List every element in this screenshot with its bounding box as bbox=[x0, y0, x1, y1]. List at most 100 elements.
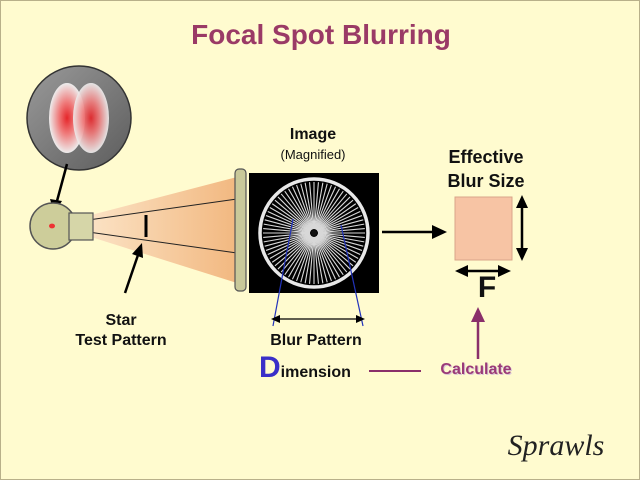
calculate-label: Calculate bbox=[440, 361, 512, 378]
effective-blur-label-line2: Blur Size bbox=[447, 171, 525, 191]
star-pattern-spoke bbox=[314, 236, 324, 284]
star-pattern-spoke bbox=[317, 234, 359, 259]
star-pattern-spoke bbox=[316, 234, 357, 263]
star-pattern-spoke bbox=[317, 207, 359, 232]
calculate-arrow-head bbox=[471, 307, 485, 322]
star-pattern-spoke bbox=[315, 186, 337, 230]
star-pattern-spoke bbox=[316, 235, 351, 270]
star-pattern-rays bbox=[263, 182, 365, 284]
star-arrow bbox=[123, 254, 140, 294]
blur-size-square bbox=[454, 196, 513, 261]
blur-pattern-label: Blur Pattern bbox=[270, 332, 362, 349]
blur-horizontal-head-left bbox=[455, 265, 468, 277]
star-pattern-spoke bbox=[267, 234, 311, 256]
star-pattern-spoke bbox=[316, 235, 354, 267]
image-label: Image bbox=[289, 126, 337, 143]
star-pattern-spoke bbox=[300, 236, 314, 283]
star-pattern-spoke bbox=[271, 234, 312, 263]
star-pattern-spoke bbox=[317, 234, 361, 256]
star-pattern-spoke bbox=[296, 236, 314, 282]
dimension-label: Dimension bbox=[259, 351, 351, 385]
star-pattern-spoke bbox=[291, 186, 313, 230]
star-pattern-spoke bbox=[315, 235, 344, 276]
star-pattern-spoke bbox=[277, 235, 312, 270]
star-pattern-spoke bbox=[317, 233, 365, 243]
star-pattern-spoke bbox=[288, 236, 313, 278]
star-pattern-spoke bbox=[314, 236, 328, 283]
star-pattern-spoke bbox=[315, 190, 344, 231]
star-pattern-spoke bbox=[263, 232, 311, 238]
star-pattern-spoke bbox=[264, 233, 311, 247]
star-pattern-spoke bbox=[263, 223, 311, 233]
blur-vertical-head-top bbox=[516, 195, 528, 208]
star-pattern-spoke bbox=[264, 219, 311, 233]
author-signature: Sprawls bbox=[507, 429, 605, 462]
star-pattern-spoke bbox=[271, 203, 312, 232]
blur-guide-right bbox=[340, 224, 364, 327]
blur-size-symbol: F bbox=[477, 271, 497, 304]
star-pattern-spoke bbox=[304, 182, 314, 230]
slide-title: Focal Spot Blurring bbox=[191, 19, 451, 50]
receptor-plate bbox=[234, 168, 247, 292]
star-pattern-spoke bbox=[314, 184, 332, 230]
star-pattern-spoke bbox=[316, 199, 354, 231]
star-pattern-spoke bbox=[280, 235, 312, 273]
blur-vertical-head-bottom bbox=[516, 248, 528, 261]
star-pattern-spoke bbox=[317, 215, 363, 233]
effective-blur-label-line1: Effective bbox=[448, 147, 524, 167]
blur-dimension-head-left bbox=[271, 315, 280, 323]
star-pattern-spoke bbox=[313, 182, 319, 230]
star-pattern-spoke bbox=[269, 207, 311, 232]
star-pattern-spoke bbox=[300, 183, 314, 230]
star-pattern-spoke bbox=[284, 235, 313, 276]
dimension-initial: D bbox=[259, 351, 281, 384]
star-pattern-spoke bbox=[317, 233, 363, 251]
star-pattern-spoke bbox=[315, 236, 337, 280]
star-pattern-spoke bbox=[314, 182, 324, 230]
star-pattern-spoke bbox=[317, 219, 364, 233]
star-pattern-spoke bbox=[314, 236, 332, 282]
star-pattern-spoke bbox=[317, 228, 365, 234]
blur-guide-left bbox=[272, 218, 294, 327]
star-test-label-line1: Star bbox=[105, 312, 137, 329]
star-pattern-spoke bbox=[267, 210, 311, 232]
focal-spot-lobe-right bbox=[73, 83, 109, 153]
star-pattern-spoke bbox=[277, 196, 312, 231]
focal-spot-marker bbox=[49, 223, 55, 229]
star-pattern-spoke bbox=[263, 228, 311, 234]
focal-arrow bbox=[55, 163, 69, 202]
star-pattern-spoke bbox=[280, 193, 312, 231]
star-pattern-spoke bbox=[314, 183, 328, 230]
star-pattern-center bbox=[311, 230, 317, 236]
star-pattern-spoke bbox=[317, 233, 364, 247]
star-pattern-spoke bbox=[288, 188, 313, 230]
star-pattern-spoke bbox=[309, 182, 315, 230]
star-test-label-line2: Test Pattern bbox=[75, 332, 167, 349]
star-pattern-spoke bbox=[316, 193, 348, 231]
dimension-rest: imension bbox=[280, 364, 351, 381]
star-pattern-spoke bbox=[316, 203, 357, 232]
image-sublabel: (Magnified) bbox=[280, 147, 346, 162]
star-pattern-spoke bbox=[284, 190, 313, 231]
star-pattern-spoke bbox=[304, 236, 314, 284]
star-pattern-ring bbox=[258, 177, 370, 289]
star-pattern-spoke bbox=[317, 232, 365, 238]
star-pattern-spoke bbox=[315, 188, 340, 230]
star-pattern-spoke bbox=[269, 234, 311, 259]
star-arrow-head bbox=[132, 243, 143, 258]
image-to-blur-arrow-head bbox=[432, 225, 447, 239]
star-pattern-spoke bbox=[316, 235, 348, 273]
star-pattern-spoke bbox=[317, 223, 365, 233]
star-pattern-spoke bbox=[317, 210, 361, 232]
star-pattern-spoke bbox=[291, 236, 313, 280]
xray-beam bbox=[91, 177, 237, 283]
star-pattern-spoke bbox=[265, 215, 311, 233]
star-pattern-spoke bbox=[274, 235, 312, 267]
star-pattern-spoke bbox=[274, 199, 312, 231]
blur-dimension-head-right bbox=[356, 315, 365, 323]
blur-horizontal-head-right bbox=[498, 265, 511, 277]
star-pattern-spoke bbox=[296, 184, 314, 230]
star-pattern-spoke bbox=[263, 233, 311, 243]
